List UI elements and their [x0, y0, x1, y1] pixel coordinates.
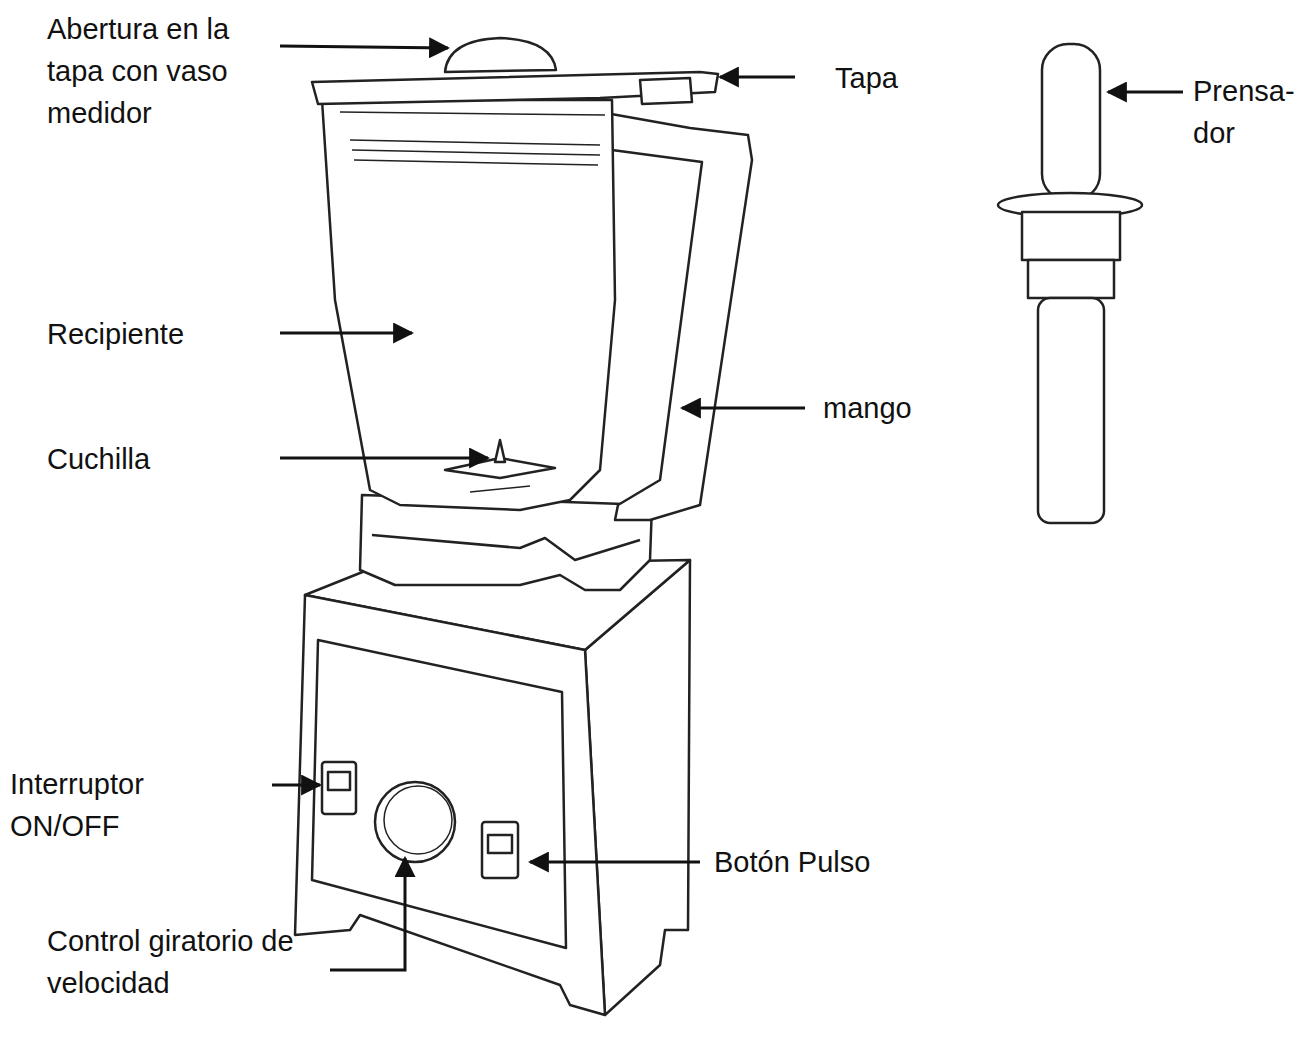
leader-line [280, 332, 412, 335]
lid [312, 72, 718, 104]
switch-rocker [328, 772, 350, 790]
leader-line [720, 76, 795, 79]
part-label: Recipiente [47, 313, 267, 355]
lid-latch [640, 78, 692, 104]
tamper-collar [1022, 212, 1120, 260]
blade-hub [470, 486, 530, 492]
leader-line [530, 861, 700, 864]
speed-knob [375, 782, 455, 862]
part-label: Botón Pulso [714, 841, 944, 883]
pulse-rocker [488, 835, 512, 853]
measuring-cup [445, 38, 556, 72]
control-panel [312, 640, 566, 948]
leader-line [1108, 91, 1183, 94]
tamper-top [1042, 44, 1100, 200]
leader-line [280, 457, 488, 460]
leader-line [330, 858, 405, 970]
base-front [295, 595, 605, 1015]
jar-rim [340, 112, 605, 115]
handle [600, 112, 752, 520]
jar-ribs [350, 140, 600, 165]
part-label: Tapa [835, 57, 955, 99]
part-label: mango [823, 387, 983, 429]
leader-line [682, 407, 805, 410]
jar-base-detail [372, 535, 640, 560]
jar [322, 100, 615, 510]
leader-line [272, 784, 320, 787]
part-label: Cuchilla [47, 438, 267, 480]
leader-line [280, 46, 448, 48]
part-label: Prensa- dor [1193, 70, 1305, 154]
part-label: Control giratorio de velocidad [47, 920, 322, 1004]
part-label: Abertura en la tapa con vaso medidor [47, 8, 287, 134]
speed-knob-rim [384, 786, 452, 854]
on-off-switch [322, 762, 356, 814]
pulse-button [482, 822, 518, 878]
tamper-ring [1028, 260, 1114, 298]
blade-tip [495, 440, 505, 462]
tamper-shaft [1038, 298, 1104, 523]
part-label: Interruptor ON/OFF [10, 763, 210, 847]
